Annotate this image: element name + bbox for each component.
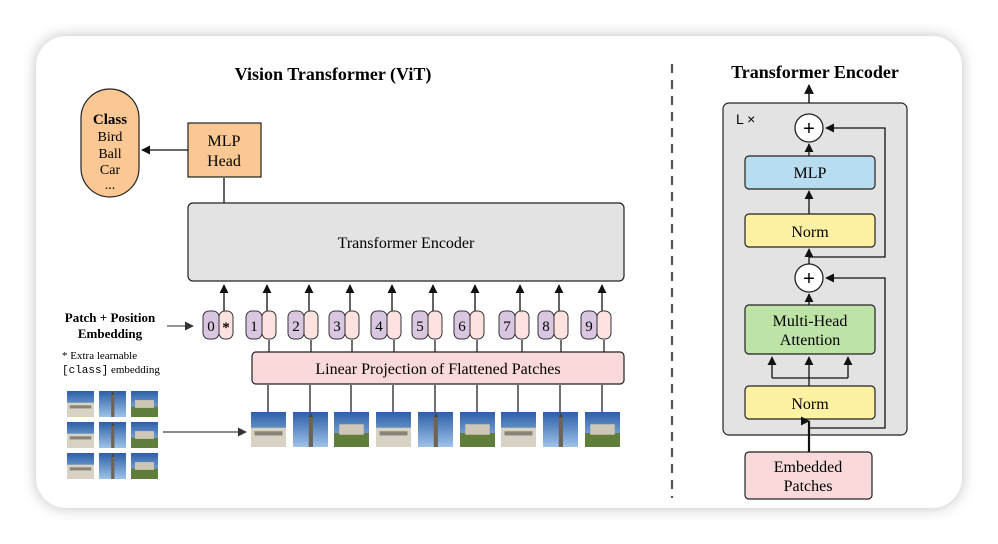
transformer-encoder-label: Transformer Encoder — [338, 235, 475, 252]
patch-embedding — [344, 310, 360, 340]
embedded-patches-box — [744, 451, 873, 500]
patch-embedding — [469, 310, 485, 340]
position-index: 4 — [375, 319, 383, 335]
plus-symbol: + — [803, 118, 815, 140]
repeat-label: L × — [736, 111, 755, 127]
image-patch — [251, 412, 286, 447]
encoder-title: Transformer Encoder — [731, 62, 899, 82]
class-item: ... — [105, 178, 116, 193]
patch-embedding — [303, 310, 319, 340]
plus-symbol: + — [803, 268, 815, 290]
position-index: 7 — [503, 319, 511, 335]
image-patch — [418, 412, 453, 447]
embedded-patches-label: Patches — [784, 478, 833, 495]
image-patch — [585, 412, 620, 447]
class-code: [class] — [62, 365, 108, 377]
linear-projection-box — [251, 351, 625, 385]
grid-patch — [67, 453, 94, 479]
grid-patch — [131, 453, 158, 479]
residual-add-top — [794, 113, 824, 143]
image-patch — [543, 412, 578, 447]
embedding-label: Embedding — [78, 326, 143, 341]
grid-patch — [99, 422, 126, 448]
patch-embedding — [261, 310, 277, 340]
grid-patch — [67, 422, 94, 448]
mlp-head-box — [187, 122, 262, 178]
norm-top-label: Norm — [791, 224, 829, 241]
grid-patch — [99, 391, 126, 417]
mlp-head-label: MLP — [208, 133, 241, 150]
patch-sequence — [251, 385, 620, 447]
vit-title: Vision Transformer (ViT) — [235, 64, 432, 85]
patch-embedding — [514, 310, 530, 340]
image-patch — [293, 412, 328, 447]
norm-bottom-label: Norm — [791, 396, 829, 413]
grid-patch — [99, 453, 126, 479]
embedded-patches-label: Embedded — [774, 459, 842, 476]
position-index: 5 — [416, 319, 424, 335]
grid-patch — [131, 422, 158, 448]
position-index: 9 — [585, 319, 593, 335]
class-embedding-rest: embedding — [108, 364, 160, 376]
class-token-marker: * — [222, 320, 230, 336]
token-sequence: 0 * 1 2 3 4 5 6 7 8 9 — [202, 284, 612, 352]
class-item: Ball — [98, 147, 121, 162]
position-index: 2 — [292, 319, 300, 335]
grid-patch — [67, 391, 94, 417]
mlp-head-label: Head — [207, 153, 241, 170]
position-index: 1 — [250, 319, 258, 335]
residual-skip-bottom — [809, 273, 886, 429]
class-heading: Class — [93, 112, 127, 128]
patch-embedding — [427, 310, 443, 340]
encoder-mlp-box — [744, 155, 876, 190]
transformer-encoder-box — [187, 202, 625, 282]
attention-label: Multi-Head — [773, 313, 848, 330]
class-token-embedding — [218, 310, 234, 340]
class-item: Car — [100, 163, 121, 178]
position-index: 0 — [207, 319, 215, 335]
patch-embedding — [386, 310, 402, 340]
patch-embedding — [553, 310, 569, 340]
image-patch — [334, 412, 369, 447]
class-embedding-note: [class] embedding — [62, 364, 160, 377]
image-patch — [460, 412, 495, 447]
class-output-box — [80, 88, 140, 198]
grid-patch — [131, 391, 158, 417]
extra-learnable-note: * Extra learnable — [62, 350, 137, 362]
image-patch — [376, 412, 411, 447]
encoder-mlp-label: MLP — [794, 165, 827, 182]
linear-projection-label: Linear Projection of Flattened Patches — [315, 361, 560, 378]
attention-box — [744, 304, 876, 355]
position-index: 6 — [458, 319, 466, 335]
patch-embedding — [596, 310, 612, 340]
norm-bottom-box — [744, 385, 876, 420]
embedding-label: Patch + Position — [65, 310, 156, 325]
image-patch — [501, 412, 536, 447]
residual-skip-top — [809, 123, 886, 258]
norm-top-box — [744, 213, 876, 248]
attention-label: Attention — [780, 332, 840, 349]
class-item: Bird — [98, 130, 123, 145]
position-index: 8 — [542, 319, 550, 335]
input-image-grid — [67, 391, 158, 479]
position-index: 3 — [333, 319, 341, 335]
